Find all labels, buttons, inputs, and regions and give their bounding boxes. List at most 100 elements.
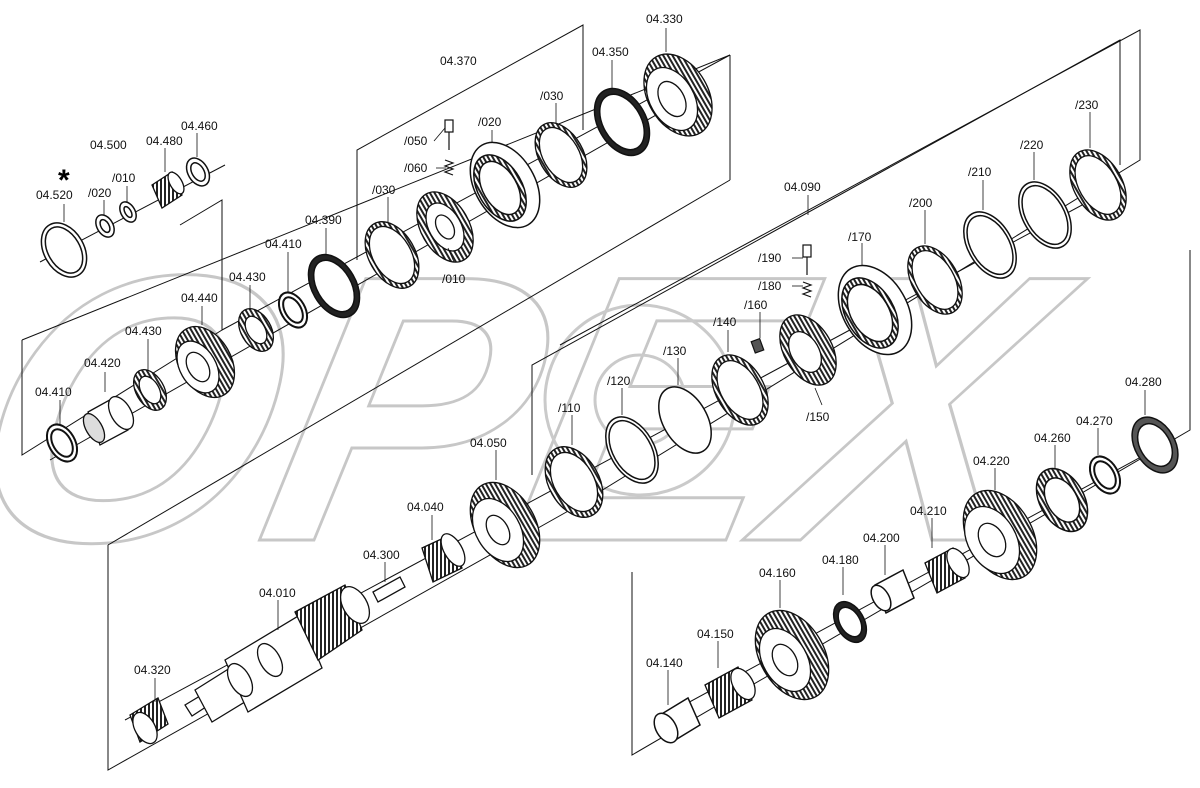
part-04300 (372, 576, 406, 603)
part-04090-150 (779, 314, 837, 386)
part-04430-a (132, 369, 168, 411)
part-04500-020 (95, 214, 115, 238)
part-04200 (870, 568, 915, 615)
part-04370-060 (443, 159, 455, 176)
part-04410-b (277, 291, 309, 329)
part-04350 (593, 87, 651, 157)
label-04180: 04.180 (822, 553, 859, 567)
label-04410-b: 04.410 (265, 237, 302, 251)
part-04040 (421, 533, 466, 583)
part-04050 (469, 481, 541, 569)
label-04420: 04.420 (84, 356, 121, 370)
label-04210: 04.210 (910, 504, 947, 518)
label-04090-220: /220 (1020, 138, 1044, 152)
part-04420 (82, 395, 135, 446)
part-04480 (151, 171, 185, 209)
label-04090-140: /140 (713, 315, 737, 329)
label-04390: 04.390 (305, 213, 342, 227)
frame-04370 (356, 24, 584, 260)
label-04370-050: /050 (404, 134, 428, 148)
label-04320: 04.320 (134, 663, 171, 677)
label-04370-020: /020 (478, 115, 502, 129)
part-04220 (962, 489, 1038, 581)
label-04270: 04.270 (1076, 414, 1113, 428)
label-04370-030b: /030 (540, 89, 564, 103)
part-04090-110 (544, 446, 604, 518)
label-04370: 04.370 (440, 54, 477, 68)
label-04090-180: /180 (758, 279, 782, 293)
label-04150: 04.150 (697, 627, 734, 641)
part-04090-210 (963, 211, 1017, 279)
label-04090-230: /230 (1075, 98, 1099, 112)
part-04210 (924, 547, 970, 594)
label-04090-150: /150 (806, 410, 830, 424)
part-04090-160 (750, 337, 765, 354)
part-04090-230 (1069, 149, 1127, 221)
label-04520: 04.520 (36, 188, 73, 202)
part-04260 (1035, 467, 1089, 533)
part-04090-220 (1018, 181, 1072, 249)
label-04410-a: 04.410 (35, 385, 72, 399)
label-04090-120: /120 (607, 374, 631, 388)
label-04460: 04.460 (181, 119, 218, 133)
label-04430-b: 04.430 (229, 270, 266, 284)
part-04010 (184, 584, 371, 723)
part-04370-030a (364, 221, 420, 289)
label-04430-a: 04.430 (125, 324, 162, 338)
label-04090-160: /160 (744, 298, 768, 312)
asterisk: * (58, 164, 70, 197)
label-04090-210: /210 (968, 165, 992, 179)
part-04460 (185, 157, 211, 187)
part-04180 (832, 600, 868, 644)
part-04410-a (45, 423, 79, 463)
label-04500-010: /010 (112, 171, 136, 185)
label-04050: 04.050 (470, 436, 507, 450)
part-04370-020 (469, 141, 541, 229)
label-04090-110: /110 (558, 401, 581, 415)
label-04160: 04.160 (759, 566, 796, 580)
part-04150 (704, 666, 756, 719)
frame-04090 (531, 39, 1121, 475)
part-04090-130 (658, 386, 712, 454)
label-04090-130: /130 (663, 344, 687, 358)
label-04260: 04.260 (1034, 431, 1071, 445)
part-04090-120 (605, 416, 659, 484)
label-04090-190: /190 (758, 251, 782, 265)
label-04500: 04.500 (90, 138, 127, 152)
part-04390 (307, 253, 361, 319)
label-04200: 04.200 (863, 531, 900, 545)
label-04440: 04.440 (181, 291, 218, 305)
label-04010: 04.010 (259, 586, 296, 600)
label-04090: 04.090 (784, 180, 821, 194)
label-04370-060: /060 (404, 161, 428, 175)
label-04090-170: /170 (848, 230, 872, 244)
label-04040: 04.040 (407, 500, 444, 514)
part-04090-180 (801, 281, 813, 298)
part-04090-200 (907, 245, 963, 315)
part-04090-170 (837, 264, 913, 356)
part-04370-010 (416, 191, 474, 263)
part-04140 (653, 696, 701, 744)
label-04370-010: /010 (442, 272, 466, 286)
label-04330: 04.330 (646, 12, 683, 26)
part-04330 (643, 53, 713, 137)
part-04090-140 (711, 354, 769, 426)
label-04300: 04.300 (363, 548, 400, 562)
label-04220: 04.220 (973, 454, 1010, 468)
part-04160 (754, 609, 830, 701)
label-04370-030a: /030 (372, 183, 396, 197)
part-04440 (174, 325, 236, 399)
part-04270 (1088, 455, 1122, 495)
label-04480: 04.480 (146, 134, 183, 148)
part-04090-190 (802, 244, 812, 275)
label-04500-020: /020 (88, 186, 112, 200)
part-04280 (1131, 416, 1179, 474)
part-04520 (40, 222, 88, 278)
part-04370-030b (534, 122, 588, 188)
label-04090-200: /200 (909, 196, 933, 210)
part-04320 (129, 697, 169, 745)
part-04370-050 (444, 119, 454, 150)
label-04280: 04.280 (1125, 375, 1162, 389)
label-04140: 04.140 (646, 656, 683, 670)
